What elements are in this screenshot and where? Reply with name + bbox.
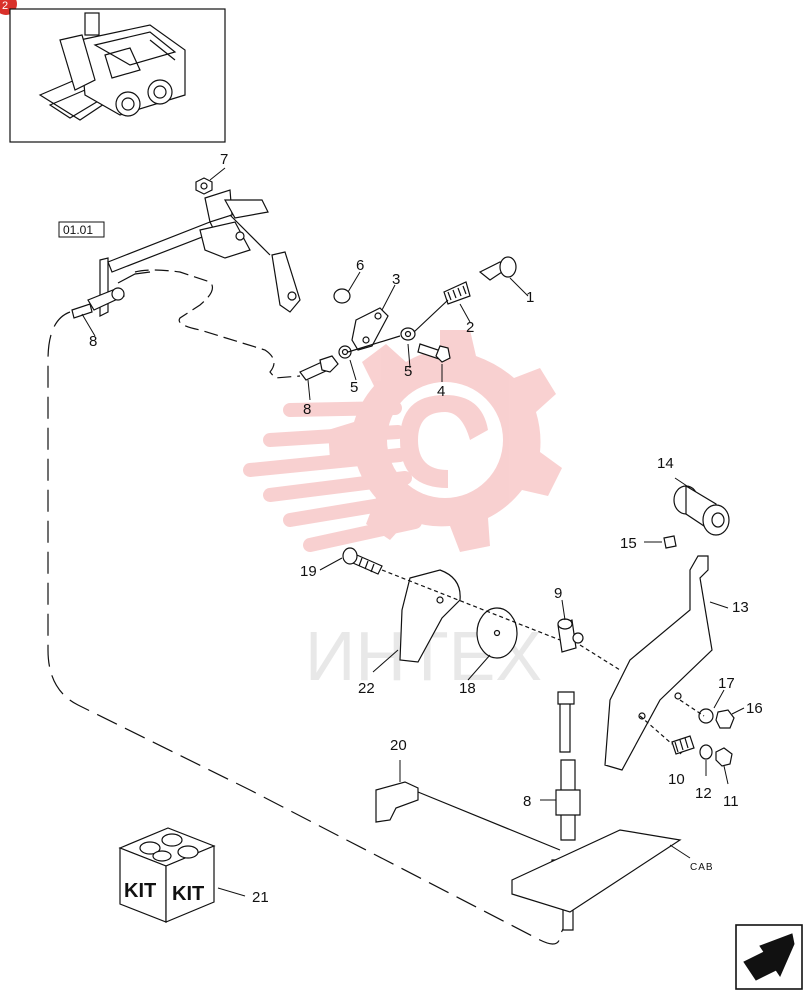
callout-15: 15: [620, 535, 637, 552]
kit-label-left: KIT: [124, 880, 156, 902]
callout-20: 20: [390, 737, 407, 754]
lower-control-assembly: [342, 484, 735, 931]
leader-lines: [81, 167, 745, 897]
callout-2: 2: [466, 319, 474, 336]
reference-box[interactable]: 01.01: [58, 221, 105, 238]
callout-10: 10: [668, 771, 685, 788]
callout-8b: 8: [303, 401, 311, 418]
callout-8a: 8: [89, 333, 97, 350]
callout-18: 18: [459, 680, 476, 697]
callout-1: 1: [526, 289, 534, 306]
machine-thumbnail: [9, 8, 226, 143]
upper-linkage-assembly: [71, 189, 301, 319]
control-cable-dashed: [47, 269, 566, 945]
callout-6: 6: [356, 257, 364, 274]
callout-9: 9: [554, 585, 562, 602]
svg-text:01.01: 01.01: [63, 223, 93, 237]
callout-14: 14: [657, 455, 674, 472]
callout-4: 4: [437, 383, 445, 400]
callout-labels: 7 1 2 3 4 5 5 6 8 8 8 9 10 11 12 13 14 1…: [89, 151, 763, 906]
svg-text:2: 2: [2, 0, 8, 12]
callout-16: 16: [746, 700, 763, 717]
kit-label-right: KIT: [172, 883, 204, 905]
callout-5b: 5: [404, 363, 412, 380]
callout-7: 7: [220, 151, 228, 168]
callout-5a: 5: [350, 379, 358, 396]
callout-21: 21: [252, 889, 269, 906]
part-7-nut: [195, 177, 213, 195]
callout-13: 13: [732, 599, 749, 616]
callout-22: 22: [358, 680, 375, 697]
kit-box: KIT KIT: [118, 827, 216, 923]
callout-3: 3: [392, 271, 400, 288]
callout-17: 17: [718, 675, 735, 692]
linkage-small-parts: [299, 256, 517, 381]
next-page-arrow-icon[interactable]: [735, 924, 803, 990]
callout-8c: 8: [523, 793, 531, 810]
cab-label: CAB: [690, 862, 714, 873]
callout-19: 19: [300, 563, 317, 580]
callout-12: 12: [695, 785, 712, 802]
callout-11: 11: [723, 793, 739, 810]
